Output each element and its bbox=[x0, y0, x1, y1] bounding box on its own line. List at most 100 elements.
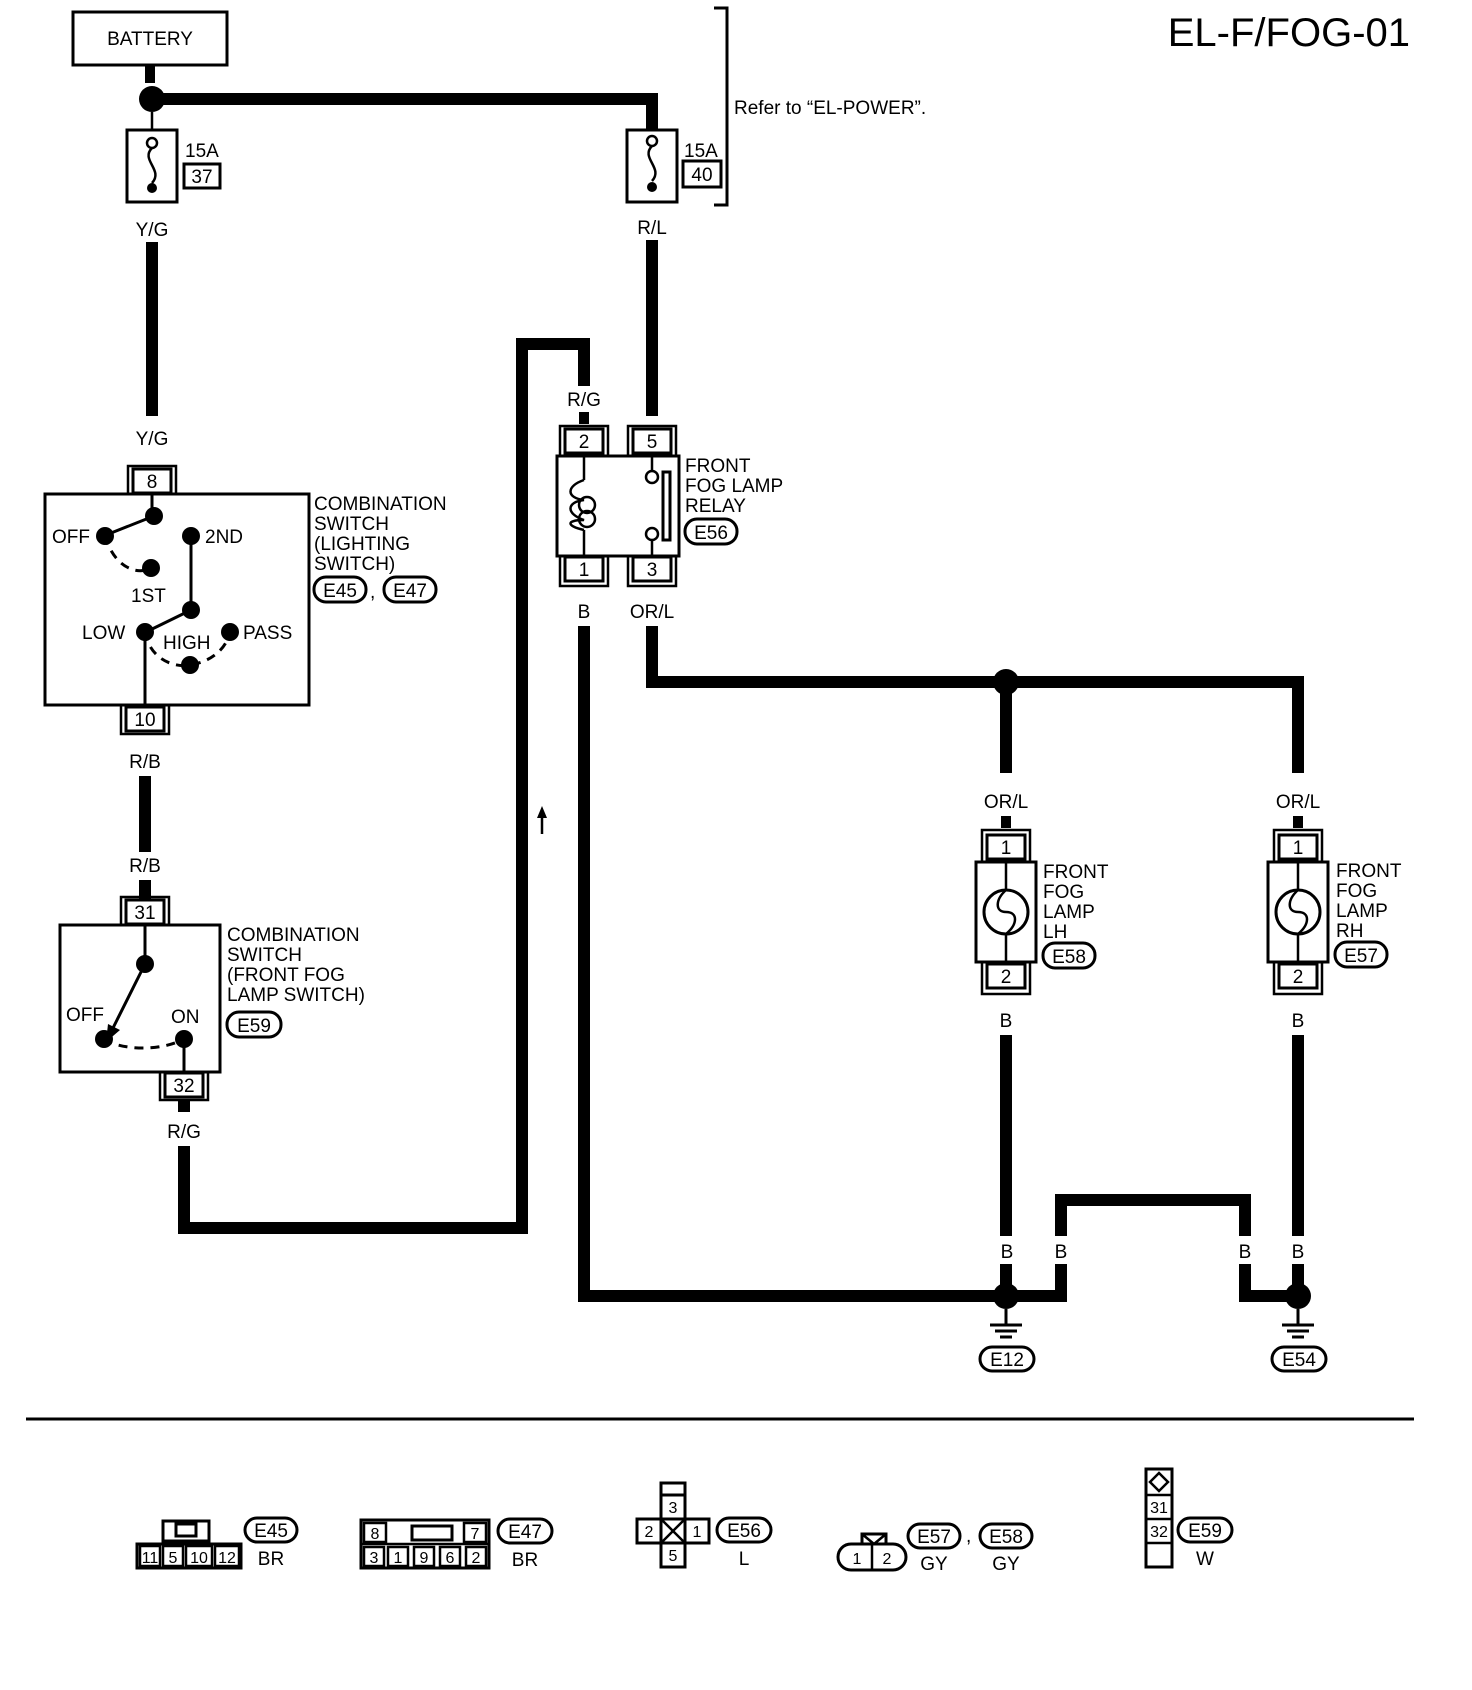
e47-pin-7: 7 bbox=[471, 1526, 480, 1543]
e57-e58-pin-1: 1 bbox=[853, 1551, 862, 1568]
e59-pin-31: 31 bbox=[1150, 1500, 1168, 1517]
fog-switch-name-4: LAMP SWITCH) bbox=[227, 985, 365, 1006]
orl-junction bbox=[993, 669, 1019, 695]
pos-off: OFF bbox=[52, 527, 90, 548]
fuse-37: 15A 37 bbox=[125, 112, 222, 204]
wire-label-b-relay: B bbox=[578, 602, 591, 623]
wire-orl-main bbox=[646, 626, 1304, 773]
connector-e57-ref: E57 bbox=[1344, 946, 1378, 967]
label-bg-3 bbox=[1232, 1236, 1260, 1264]
lamp-rh-name-4: RH bbox=[1336, 921, 1363, 942]
fuse-40: 15A 40 bbox=[625, 128, 723, 204]
e47-pin-1: 1 bbox=[394, 1550, 403, 1567]
relay-name-1: FRONT bbox=[685, 456, 751, 477]
e56-color: L bbox=[739, 1549, 750, 1570]
lamp-lh-name-4: LH bbox=[1043, 922, 1067, 943]
pos-low: LOW bbox=[82, 623, 125, 644]
e56-code: E56 bbox=[727, 1521, 761, 1542]
lamp-lh-pin-1: 1 bbox=[1001, 838, 1012, 859]
battery: BATTERY bbox=[71, 10, 229, 67]
relay-pin-2: 2 bbox=[579, 432, 590, 453]
label-bg-2 bbox=[1050, 1236, 1078, 1264]
ground-e54-label: E54 bbox=[1282, 1350, 1316, 1371]
fuse-40-rating: 15A bbox=[684, 141, 718, 162]
refer-bracket bbox=[714, 6, 729, 207]
fog-lamp-lh: 1 2 FRONT FOG LAMP LH E58 bbox=[974, 816, 1109, 996]
fog-switch-pin-31: 31 bbox=[134, 903, 155, 924]
lamp-lh-name-1: FRONT bbox=[1043, 862, 1109, 883]
battery-label: BATTERY bbox=[107, 29, 193, 50]
fog-lamp-rh: 1 2 FRONT FOG LAMP RH E57 bbox=[1266, 816, 1402, 996]
fuse-37-rating: 15A bbox=[185, 141, 219, 162]
e47-pin-8: 8 bbox=[371, 1526, 380, 1543]
battery-lead bbox=[145, 65, 155, 83]
relay-pin-5: 5 bbox=[647, 432, 658, 453]
e45-code: E45 bbox=[254, 1521, 288, 1542]
e56-pin-5: 5 bbox=[669, 1548, 678, 1565]
connector-separator: , bbox=[370, 582, 375, 603]
e57-code: E57 bbox=[917, 1527, 951, 1548]
e47-pin-2: 2 bbox=[472, 1550, 481, 1567]
e57-e58-pin-2: 2 bbox=[883, 1551, 892, 1568]
lamp-rh-name-1: FRONT bbox=[1336, 861, 1402, 882]
e45-pin-12: 12 bbox=[218, 1550, 236, 1567]
connector-e56-ref: E56 bbox=[694, 523, 728, 544]
connector-e59-ref: E59 bbox=[237, 1016, 271, 1037]
wire-label-orl-relay: OR/L bbox=[630, 602, 674, 623]
relay-pin-3: 3 bbox=[647, 560, 658, 581]
lamp-rh-name-3: LAMP bbox=[1336, 901, 1388, 922]
pos-2nd: 2ND bbox=[205, 527, 243, 548]
connector-view-e59: 31 32 E59 W bbox=[1144, 1467, 1234, 1570]
e59-code: E59 bbox=[1188, 1521, 1222, 1542]
e45-pin-10: 10 bbox=[190, 1550, 208, 1567]
ground-e54: E54 bbox=[1270, 1283, 1328, 1373]
wire-label-yg-bottom: Y/G bbox=[136, 429, 169, 450]
e47-pin-9: 9 bbox=[420, 1550, 429, 1567]
refer-note: Refer to “EL-POWER”. bbox=[734, 98, 926, 119]
connector-view-e45: 11 5 10 12 E45 BR bbox=[135, 1516, 299, 1570]
fog-pos-on: ON bbox=[171, 1007, 200, 1028]
pos-1st: 1ST bbox=[131, 586, 166, 607]
fog-lamp-switch: 31 OFF ON 32 COMBINATION SWITCH (FRONT F… bbox=[58, 880, 365, 1102]
connector-view-e47: 8 7 3 1 9 6 2 E47 BR bbox=[359, 1517, 554, 1571]
e47-code: E47 bbox=[508, 1522, 542, 1543]
wire-label-orl-rh: OR/L bbox=[1276, 792, 1320, 813]
e47-color: BR bbox=[512, 1550, 538, 1571]
wire-label-b-e12-a: B bbox=[1001, 1242, 1014, 1263]
wire-label-rb-top: R/B bbox=[129, 752, 161, 773]
fuse-40-number: 40 bbox=[691, 165, 712, 186]
diagram-title: EL-F/FOG-01 bbox=[1168, 11, 1410, 55]
pos-high: HIGH bbox=[163, 633, 211, 654]
lighting-switch-pin-8: 8 bbox=[147, 472, 158, 493]
wire-label-rg-relay: R/G bbox=[567, 390, 601, 411]
battery-junction bbox=[139, 86, 165, 112]
wire-label-b-e12-b: B bbox=[1055, 1242, 1068, 1263]
lighting-switch-name-3: (LIGHTING bbox=[314, 534, 410, 555]
connector-view-e57-e58: 1 2 E57 , E58 GY GY bbox=[836, 1522, 1034, 1575]
fog-switch-name-2: SWITCH bbox=[227, 945, 302, 966]
e45-pin-11: 11 bbox=[142, 1550, 159, 1567]
wire-rg-loop bbox=[178, 338, 590, 1234]
relay-pin-1: 1 bbox=[579, 560, 590, 581]
fog-pos-off: OFF bbox=[66, 1005, 104, 1026]
lighting-switch-name-4: SWITCH) bbox=[314, 554, 395, 575]
connector-e58-ref: E58 bbox=[1052, 947, 1086, 968]
fuse-37-number: 37 bbox=[191, 167, 212, 188]
wire-label-orl-lh: OR/L bbox=[984, 792, 1028, 813]
wire-label-b-e54-a: B bbox=[1239, 1242, 1252, 1263]
wire-label-rb-bottom: R/B bbox=[129, 856, 161, 877]
e57-color: GY bbox=[920, 1554, 948, 1575]
lamp-lh-name-3: LAMP bbox=[1043, 902, 1095, 923]
lamp-lh-pin-2: 2 bbox=[1001, 967, 1012, 988]
lighting-switch-name-2: SWITCH bbox=[314, 514, 389, 535]
lighting-switch: 8 OFF 2ND 1ST LOW HIGH PASS 10 COMBINATI… bbox=[43, 464, 447, 736]
connector-e47-ref: E47 bbox=[393, 581, 427, 602]
e57-e58-separator: , bbox=[966, 1526, 971, 1547]
lighting-switch-pin-10: 10 bbox=[134, 710, 155, 731]
wire-b-relay-ground bbox=[578, 626, 1006, 1302]
lamp-rh-pin-2: 2 bbox=[1293, 967, 1304, 988]
direction-arrow-icon bbox=[537, 806, 547, 818]
ground-e12: E12 bbox=[978, 1283, 1036, 1373]
e56-pin-1: 1 bbox=[693, 1524, 702, 1541]
wire-b-ground-link bbox=[1006, 1194, 1298, 1302]
